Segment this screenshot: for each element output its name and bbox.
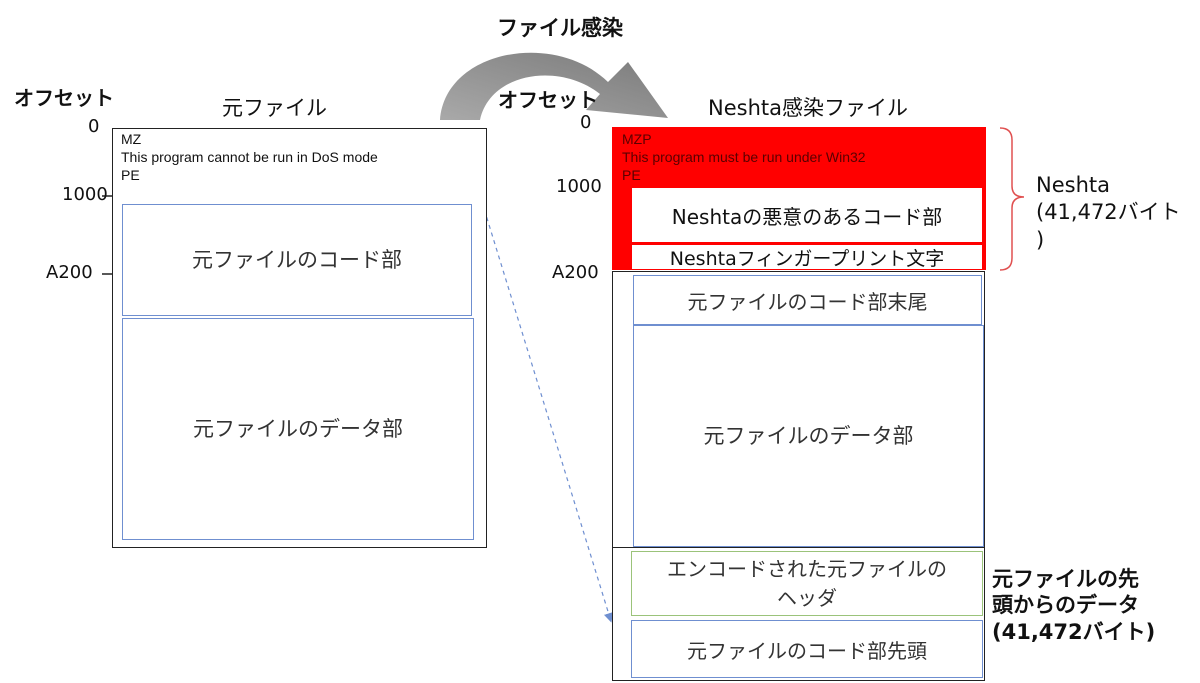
right-data-section: 元ファイルのデータ部: [633, 325, 984, 547]
original-head-annotation: 元ファイルの先 頭からのデータ (41,472バイト): [992, 566, 1155, 645]
encoded-header-box: エンコードされた元ファイルの ヘッダ: [631, 551, 983, 616]
left-offset-a200: A200: [46, 262, 93, 283]
dashed-connector-line: [481, 201, 614, 623]
left-data-section-label: 元ファイルのデータ部: [193, 416, 403, 441]
original-head-annotation-line: 頭からのデータ: [992, 593, 1139, 618]
infection-arrow-icon: [440, 52, 668, 120]
neshta-malicious-code-label: Neshtaの悪意のあるコード部: [671, 204, 943, 229]
left-file-title: 元ファイル: [222, 96, 327, 120]
right-data-section-label: 元ファイルのデータ部: [703, 423, 914, 448]
left-code-section-label: 元ファイルのコード部: [192, 247, 402, 272]
code-head-label: 元ファイルのコード部先頭: [687, 638, 927, 663]
right-header-line: This program must be run under Win32: [622, 149, 866, 166]
left-header-line: This program cannot be run in DoS mode: [121, 149, 378, 166]
neshta-size-annotation: Neshta (41,472バイト ): [1036, 172, 1181, 254]
code-tail-label: 元ファイルのコード部末尾: [687, 289, 928, 314]
left-header-line: MZ: [121, 131, 142, 147]
right-offset-0: 0: [580, 112, 592, 133]
neshta-annotation-line: Neshta: [1036, 173, 1110, 197]
neshta-fingerprint-label: Neshtaフィンガープリント文字: [669, 247, 945, 270]
left-offset-heading: オフセット: [14, 86, 114, 110]
right-container-divider: [612, 547, 985, 548]
right-header-line: PE: [622, 167, 641, 184]
arrow-label: ファイル感染: [497, 16, 623, 40]
right-offset-heading: オフセット: [498, 88, 598, 112]
encoded-header-line: エンコードされた元ファイルの: [667, 556, 947, 581]
neshta-brace-icon: [999, 127, 1025, 271]
original-head-annotation-line: (41,472バイト): [992, 619, 1156, 644]
original-head-annotation-line: 元ファイルの先: [992, 567, 1139, 591]
right-offset-1000: 1000: [556, 176, 602, 197]
left-offset-1000: 1000: [62, 184, 108, 205]
left-data-section: 元ファイルのデータ部: [122, 318, 474, 540]
left-offset-0: 0: [88, 116, 100, 137]
right-header-line: MZP: [622, 131, 652, 147]
code-tail-box: 元ファイルのコード部末尾: [633, 275, 982, 325]
right-pe-header: MZP This program must be run under Win32…: [622, 130, 866, 185]
left-code-section: 元ファイルのコード部: [122, 204, 472, 316]
right-file-title: Neshta感染ファイル: [708, 96, 908, 120]
neshta-fingerprint-box: Neshtaフィンガープリント文字: [632, 245, 982, 270]
encoded-header-line: ヘッダ: [777, 585, 837, 610]
left-header-line: PE: [121, 167, 140, 184]
code-head-box: 元ファイルのコード部先頭: [631, 620, 983, 678]
neshta-malicious-code-box: Neshtaの悪意のあるコード部: [632, 188, 982, 242]
left-pe-header: MZ This program cannot be run in DoS mod…: [121, 130, 378, 185]
right-offset-a200: A200: [552, 262, 599, 283]
neshta-annotation-line: (41,472バイト: [1036, 200, 1181, 225]
neshta-annotation-line: ): [1036, 227, 1045, 252]
